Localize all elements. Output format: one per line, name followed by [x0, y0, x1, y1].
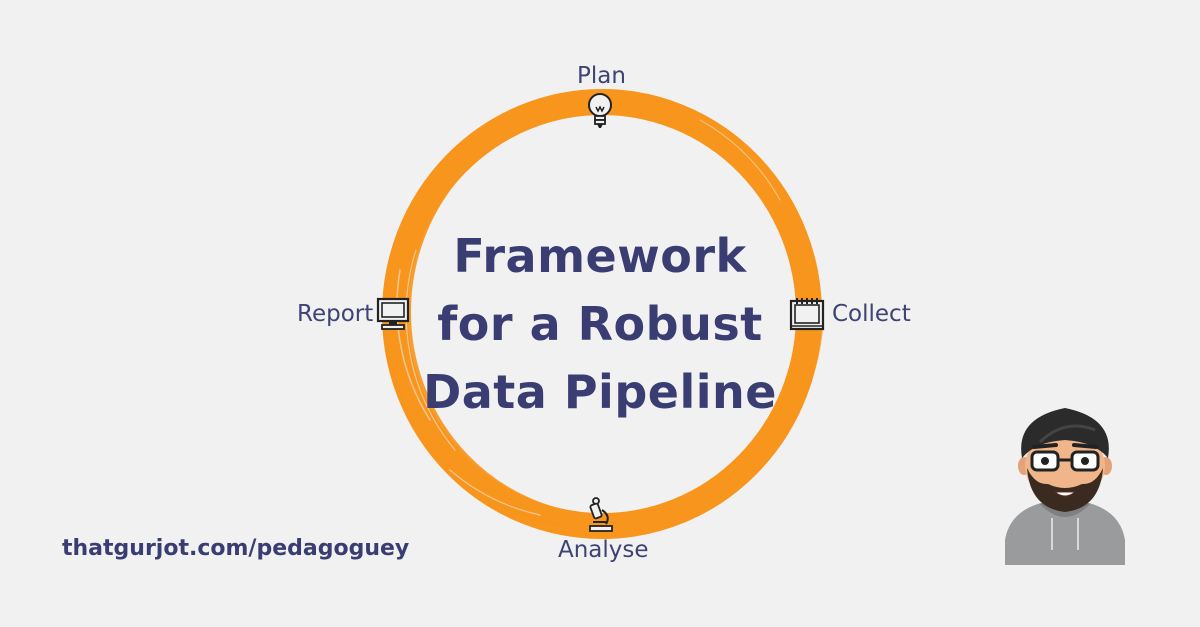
diagram-title: Framework for a Robust Data Pipeline [400, 222, 800, 426]
lightbulb-icon [588, 93, 612, 128]
monitor-icon [376, 297, 410, 330]
title-line-3: Data Pipeline [423, 365, 777, 419]
stage-label-collect: Collect [832, 301, 911, 327]
title-line-1: Framework [453, 229, 747, 283]
title-line-2: for a Robust [437, 297, 763, 351]
footer-website-link[interactable]: thatgurjot.com/pedagoguey [62, 536, 410, 561]
notepad-icon [789, 298, 825, 331]
stage-label-report: Report [297, 301, 374, 327]
stage-label-plan: Plan [577, 63, 626, 89]
avatar-illustration [1005, 408, 1125, 565]
stage-label-analyse: Analyse [558, 537, 649, 563]
microscope-icon [589, 497, 613, 532]
